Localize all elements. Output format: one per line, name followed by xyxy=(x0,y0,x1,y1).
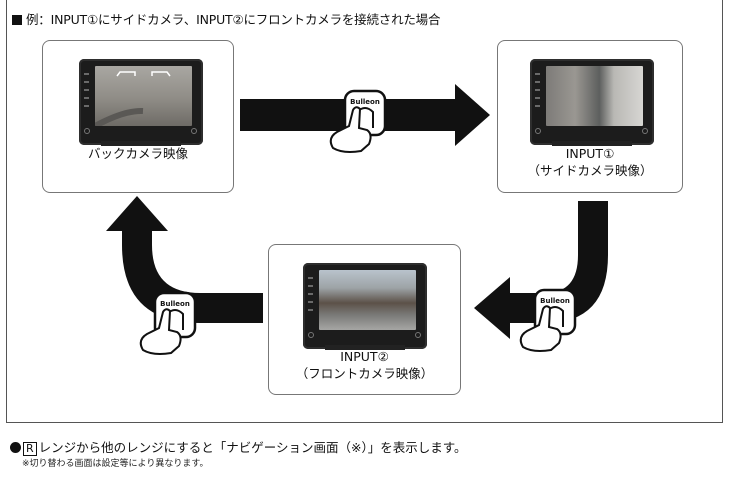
svg-text:Bulleon: Bulleon xyxy=(350,98,380,106)
svg-text:Bulleon: Bulleon xyxy=(540,297,570,305)
card-back-camera: バックカメラ映像 xyxy=(42,40,234,193)
front-camera-screen xyxy=(319,270,416,330)
input1-subtitle: （サイドカメラ映像） xyxy=(527,163,653,178)
card-input1: INPUT① （サイドカメラ映像） xyxy=(497,40,683,193)
hand-press-button-icon: Bulleon xyxy=(139,291,197,355)
monitor-back xyxy=(79,59,203,146)
note-footnote: ※切り替わる画面は設定等により異なります。 xyxy=(22,459,209,469)
input2-subtitle: （フロントカメラ映像） xyxy=(295,366,434,381)
bullet-dot-icon xyxy=(10,442,21,453)
arrow-input2-to-back xyxy=(106,196,263,323)
note-text: レンジから他のレンジにすると「ナビゲーション画面（※）」を表示します。 xyxy=(38,440,467,455)
back-camera-screen xyxy=(95,66,192,126)
input1-label: INPUT① （サイドカメラ映像） xyxy=(498,145,682,179)
monitor-input2 xyxy=(303,263,427,350)
back-camera-label: バックカメラ映像 xyxy=(87,146,188,161)
input2-label: INPUT② （フロントカメラ映像） xyxy=(269,348,460,382)
svg-text:Bulleon: Bulleon xyxy=(160,300,190,308)
range-r-key: R xyxy=(23,442,37,456)
hand-press-button-icon: Bulleon xyxy=(329,89,387,153)
diagram-heading: 例：INPUT①にサイドカメラ、INPUT②にフロントカメラを接続された場合 xyxy=(12,9,440,28)
parking-guide-lines xyxy=(95,71,171,126)
diagram-frame xyxy=(6,0,723,423)
monitor-input1 xyxy=(530,59,654,146)
black-square-icon xyxy=(12,15,22,25)
card-input2: INPUT② （フロントカメラ映像） xyxy=(268,244,461,395)
side-camera-screen xyxy=(546,66,643,126)
input1-title: INPUT① xyxy=(565,146,615,161)
hand-press-button-icon: Bulleon xyxy=(519,288,577,352)
input2-title: INPUT② xyxy=(340,349,389,364)
